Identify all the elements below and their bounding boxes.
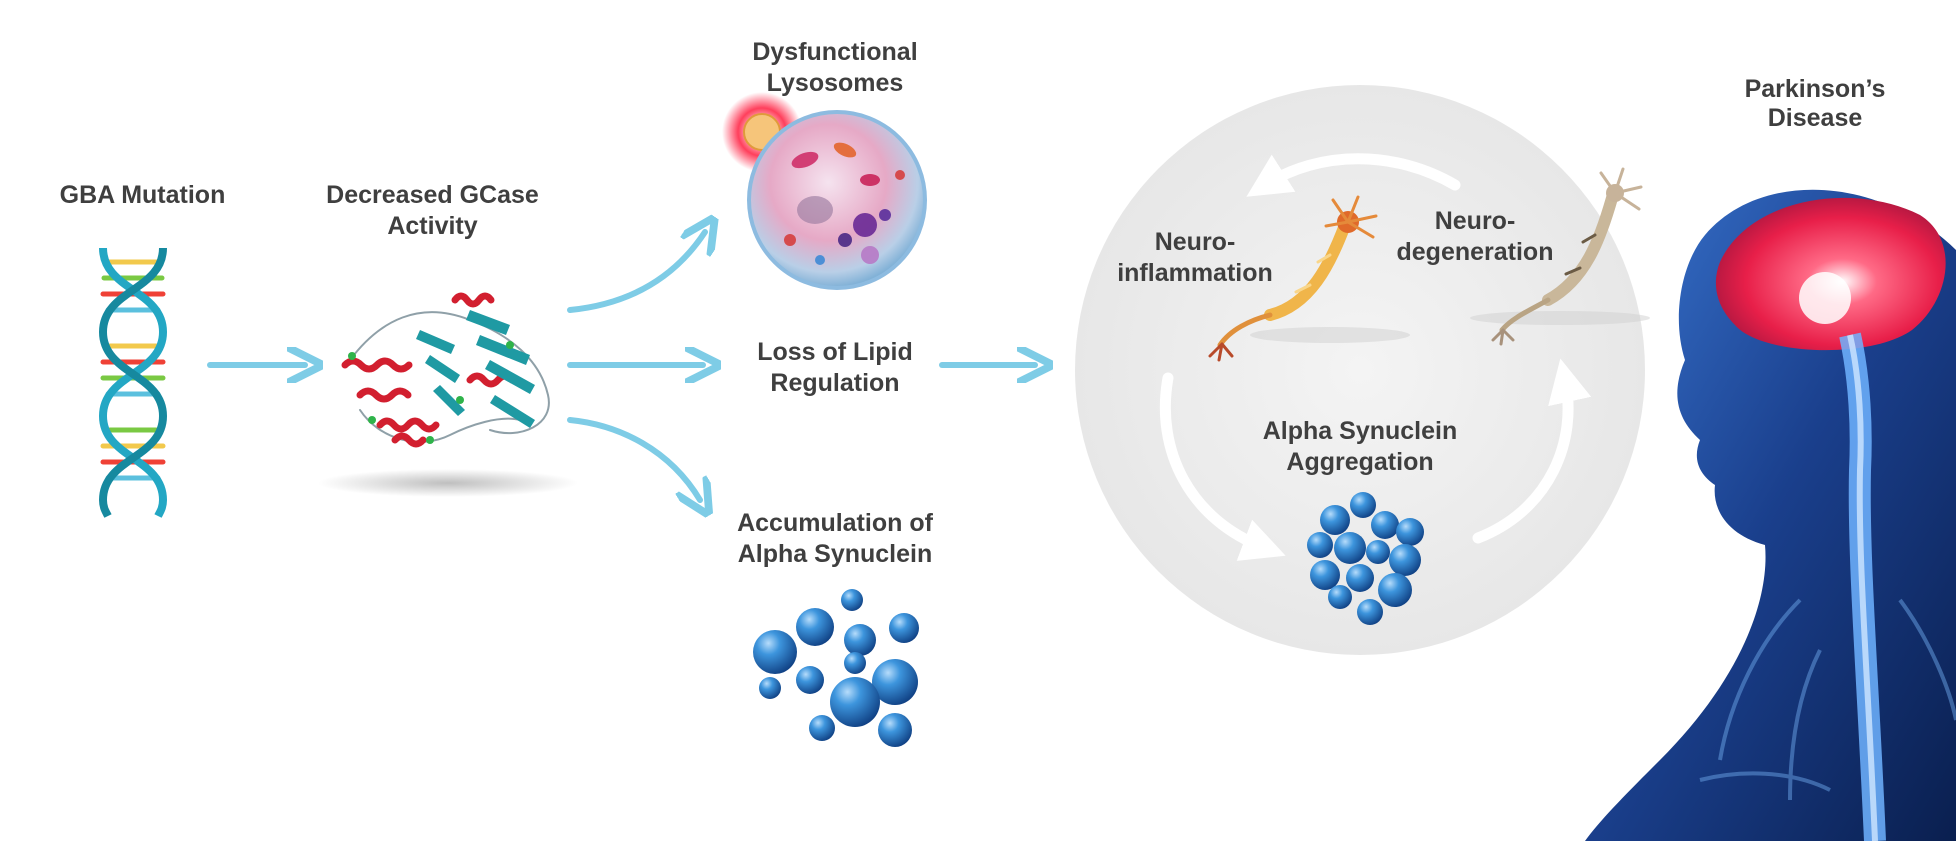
label-neurodegeneration: Neuro- degeneration <box>1396 207 1554 266</box>
protein-cluster-icon <box>753 589 919 747</box>
aggregate-cluster-icon <box>1307 492 1424 625</box>
label-accumulation: Accumulation of Alpha Synuclein <box>737 509 933 568</box>
flow-arrows <box>207 232 1035 500</box>
label-gba-mutation: GBA Mutation <box>59 181 226 209</box>
lysosome-icon <box>722 92 927 290</box>
protein-structure-icon <box>318 292 578 497</box>
label-dysfunctional-lysosomes: Dysfunctional Lysosomes <box>752 38 918 97</box>
inflamed-neuron-icon <box>1208 195 1410 362</box>
label-alpha-synuclein-aggregation: Alpha Synuclein Aggregation <box>1262 417 1458 476</box>
label-decreased-gcase: Decreased GCase Activity <box>326 181 539 240</box>
human-head-brain-icon <box>1585 189 1956 841</box>
label-neuroinflammation: Neuro- inflammation <box>1117 228 1273 287</box>
dna-helix-icon <box>98 247 168 518</box>
disease-cycle <box>1075 85 1645 655</box>
degenerating-neuron-icon <box>1470 167 1650 346</box>
label-loss-lipid-regulation: Loss of Lipid Regulation <box>757 338 913 397</box>
label-parkinsons-disease: Parkinson’s Disease <box>1744 75 1886 132</box>
